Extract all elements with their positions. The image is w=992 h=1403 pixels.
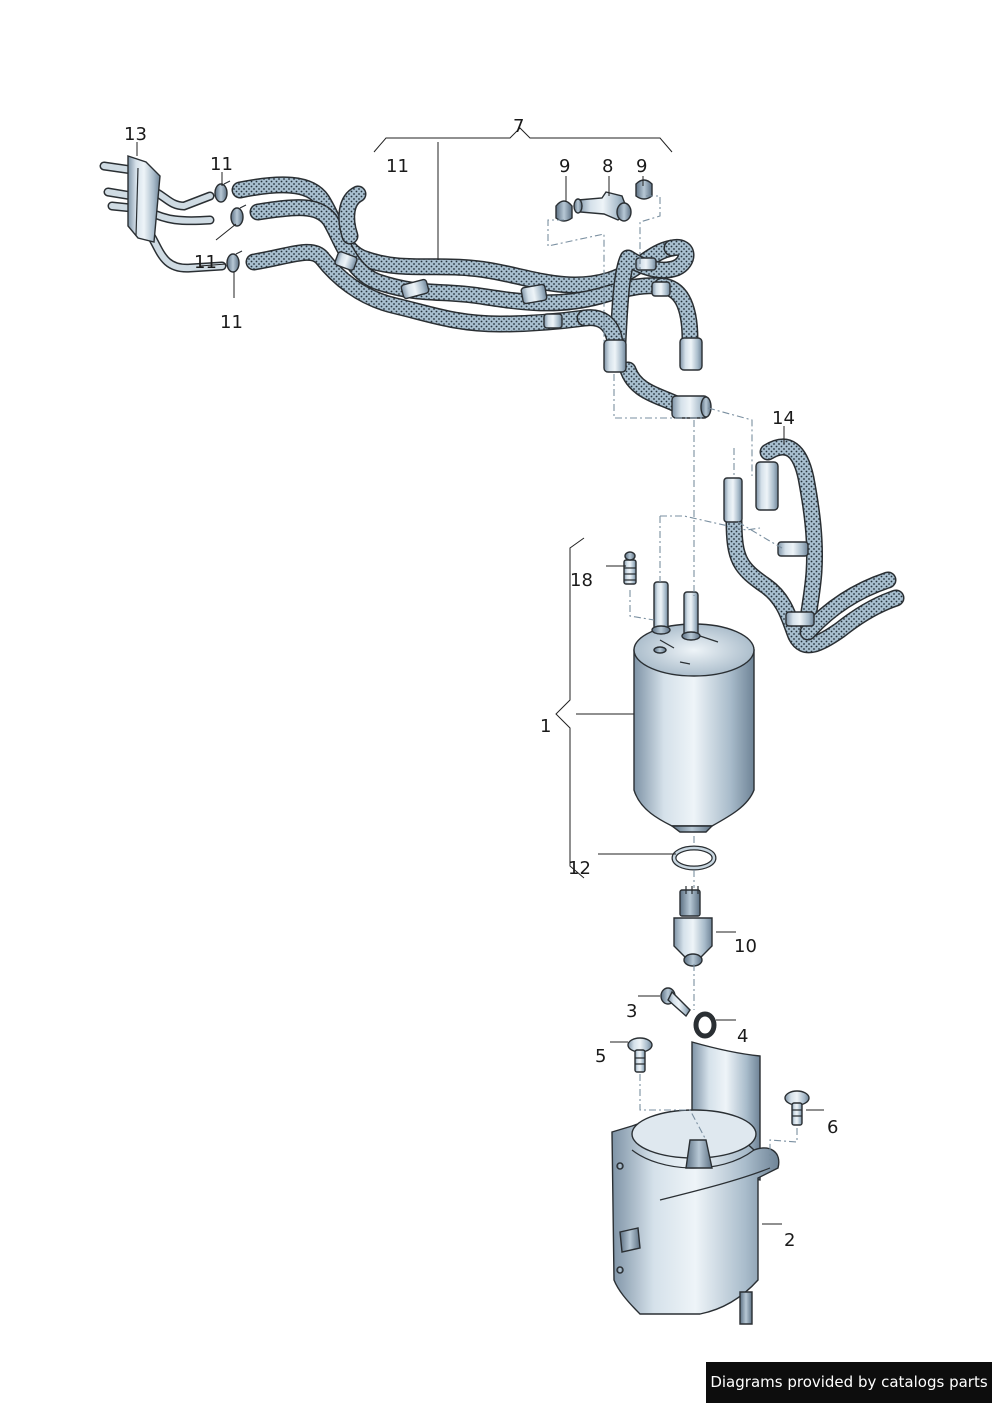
fuel-filter xyxy=(633,581,755,833)
screw-3 xyxy=(660,987,691,1018)
filter-bracket xyxy=(611,1041,780,1325)
callout-14: 14 xyxy=(772,408,795,429)
callout-13: 13 xyxy=(124,124,147,145)
callout-1: 1 xyxy=(540,716,551,737)
callout-3: 3 xyxy=(626,1001,637,1022)
return-hoses xyxy=(723,438,905,654)
callout-9-right: 9 xyxy=(636,156,647,177)
screw-5 xyxy=(627,1037,653,1073)
hose-clamps xyxy=(214,180,247,273)
bleed-screw xyxy=(623,551,637,585)
callout-4: 4 xyxy=(737,1026,748,1047)
callout-18: 18 xyxy=(570,570,593,591)
callout-8: 8 xyxy=(602,156,613,177)
callout-2: 2 xyxy=(784,1230,795,1251)
leader-lines xyxy=(136,127,824,1225)
callout-labels: 13 11 11 11 11 7 9 8 9 14 18 1 12 10 3 4… xyxy=(124,116,838,1251)
callout-9-left: 9 xyxy=(559,156,570,177)
callout-7: 7 xyxy=(513,116,524,137)
callout-10: 10 xyxy=(734,936,757,957)
screw-6 xyxy=(784,1090,810,1126)
callout-5: 5 xyxy=(595,1046,606,1067)
callout-11-bottom: 11 xyxy=(220,312,243,333)
spring-clips xyxy=(555,179,653,222)
callout-12: 12 xyxy=(568,858,591,879)
callout-11-left: 11 xyxy=(194,252,217,273)
hose-bundle xyxy=(231,176,712,419)
watermark-banner: Diagrams provided by catalogs parts xyxy=(706,1362,992,1403)
callout-11-top: 11 xyxy=(210,154,233,175)
callout-11-mid: 11 xyxy=(386,156,409,177)
check-valve xyxy=(573,191,632,222)
washer-4 xyxy=(693,1011,717,1039)
callout-6: 6 xyxy=(827,1117,838,1138)
assembly-lines xyxy=(547,195,798,1160)
pipe-rail xyxy=(99,155,227,273)
water-sensor xyxy=(673,886,713,967)
